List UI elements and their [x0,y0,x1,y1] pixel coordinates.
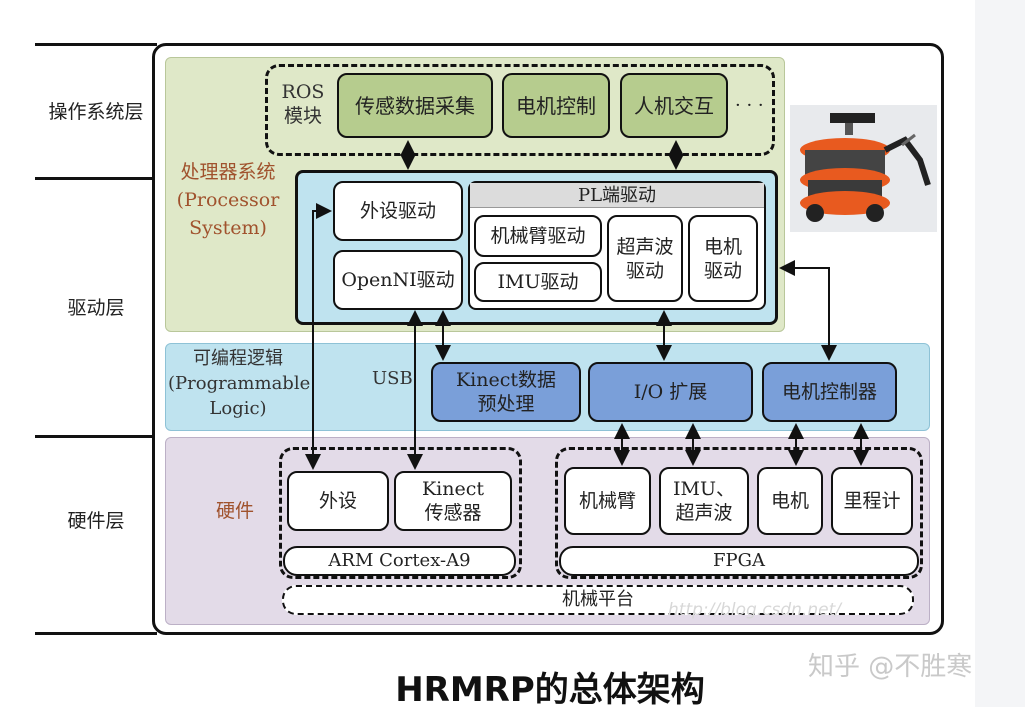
ultrasonic-driver-line1: 超声波 [616,235,674,258]
kinect-preprocessing-line1: Kinect数据 [455,369,557,391]
ros-human-interaction: 人机交互 [620,73,728,138]
odometer: 里程计 [831,467,913,535]
layer-label-os: 操作系统层 [48,101,144,123]
programmable-logic-label-en1: (Programmable [168,373,311,394]
imu-ultrasonic-line1: IMU、 [673,478,735,500]
arm-cortex-group [279,447,522,579]
motor-driver: 电机 驱动 [688,215,758,302]
figure-caption: HRMRP的总体架构 [395,670,705,710]
io-expansion: I/O 扩展 [588,362,753,422]
kinect-sensor-line2: 传感器 [424,502,482,524]
layer-divider-os-driver [35,177,157,180]
layer-label-hardware: 硬件层 [67,510,125,532]
ros-sensor-acquisition: 传感数据采集 [337,73,493,138]
layer-divider-top [35,43,157,46]
peripheral-driver: 外设驱动 [333,181,463,241]
fpga: FPGA [559,546,919,576]
layer-divider-driver-hardware [35,435,157,438]
arrow-motor-driver-controller [779,260,837,361]
fpga-group [555,447,923,579]
ros-label-line1: ROS [281,81,325,103]
motor-driver-line2: 驱动 [703,259,742,282]
processor-system-label-en2: System) [189,217,267,239]
ros-ellipsis: · · · [735,95,764,116]
arm-cortex-a9: ARM Cortex-A9 [283,546,516,576]
motor-driver-line1: 电机 [703,235,742,258]
layer-divider-bottom [35,632,157,635]
kinect-sensor: Kinect 传感器 [394,471,512,531]
arm-driver: 机械臂驱动 [474,215,602,257]
programmable-logic-label-en2: Logic) [209,398,267,419]
mechanical-platform: 机械平台 [282,585,914,615]
processor-system-label-en1: (Processor [176,189,280,211]
processor-system-label-cn: 处理器系统 [180,161,276,183]
usb-label: USB [372,368,413,389]
openni-driver: OpenNI驱动 [333,250,463,310]
programmable-logic-label: 可编程逻辑 (Programmable Logic) [168,346,311,421]
kinect-sensor-line1: Kinect [421,478,485,500]
hardware-label: 硬件 [215,500,254,522]
motor: 电机 [757,467,823,535]
zhihu-watermark: 知乎 @不胜寒 [808,652,973,682]
arrow-peripheral-driver-device [305,203,332,470]
url-watermark: http://blog.csdn.net/ [668,600,841,620]
imu-ultrasonic: IMU、 超声波 [659,467,749,535]
ultrasonic-driver: 超声波 驱动 [607,215,683,302]
layer-label-driver: 驱动层 [67,297,125,319]
peripheral-device: 外设 [287,471,389,531]
pl-driver-title: PL端驱动 [470,183,764,208]
robot-arm: 机械臂 [564,467,651,535]
kinect-preprocessing-line2: 预处理 [477,393,535,415]
ros-label-line2: 模块 [283,105,322,127]
ros-motor-control: 电机控制 [502,73,610,138]
imu-ultrasonic-line2: 超声波 [675,502,733,524]
kinect-preprocessing: Kinect数据 预处理 [431,362,581,422]
ultrasonic-driver-line2: 驱动 [625,259,664,282]
processor-system-label: 处理器系统 (Processor System) [168,158,288,242]
imu-driver: IMU驱动 [474,262,602,302]
ros-module-group [265,64,775,156]
ros-label: ROS 模块 [273,80,333,128]
robot-photo [790,105,937,232]
right-margin-strip [975,0,1025,707]
motor-controller: 电机控制器 [762,362,897,422]
programmable-logic-label-cn: 可编程逻辑 [193,348,283,369]
